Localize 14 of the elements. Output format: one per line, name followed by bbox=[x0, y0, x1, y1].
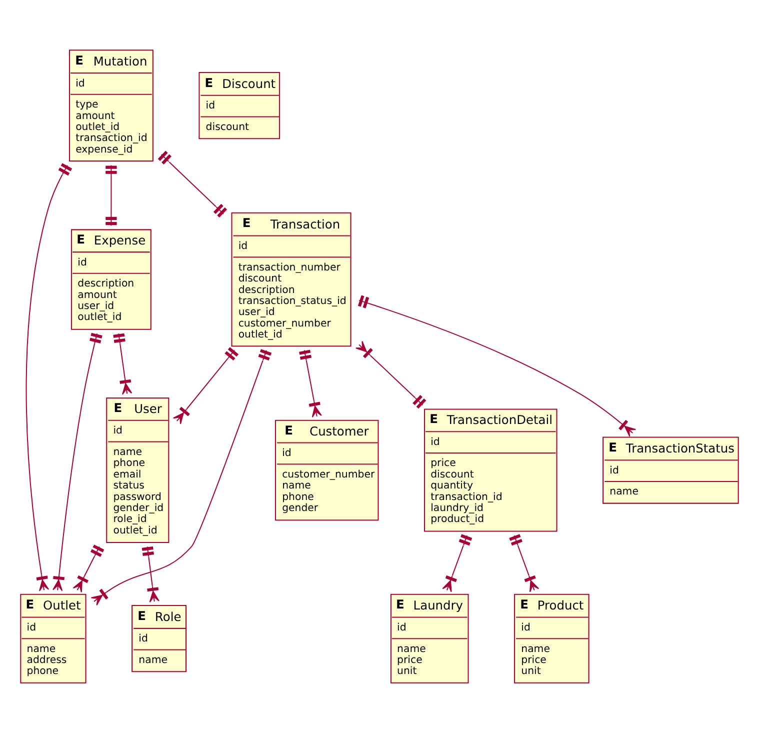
connector bbox=[509, 534, 540, 592]
connector bbox=[142, 546, 160, 603]
connector bbox=[113, 333, 132, 395]
connector bbox=[90, 349, 272, 606]
connector bbox=[26, 163, 72, 592]
connector bbox=[158, 150, 228, 218]
connector bbox=[299, 350, 322, 418]
connector bbox=[72, 544, 104, 593]
connector bbox=[442, 534, 472, 592]
connector bbox=[358, 295, 636, 437]
connector bbox=[355, 340, 426, 409]
connector bbox=[106, 165, 117, 226]
connector bbox=[172, 347, 239, 424]
connector bbox=[52, 332, 102, 592]
